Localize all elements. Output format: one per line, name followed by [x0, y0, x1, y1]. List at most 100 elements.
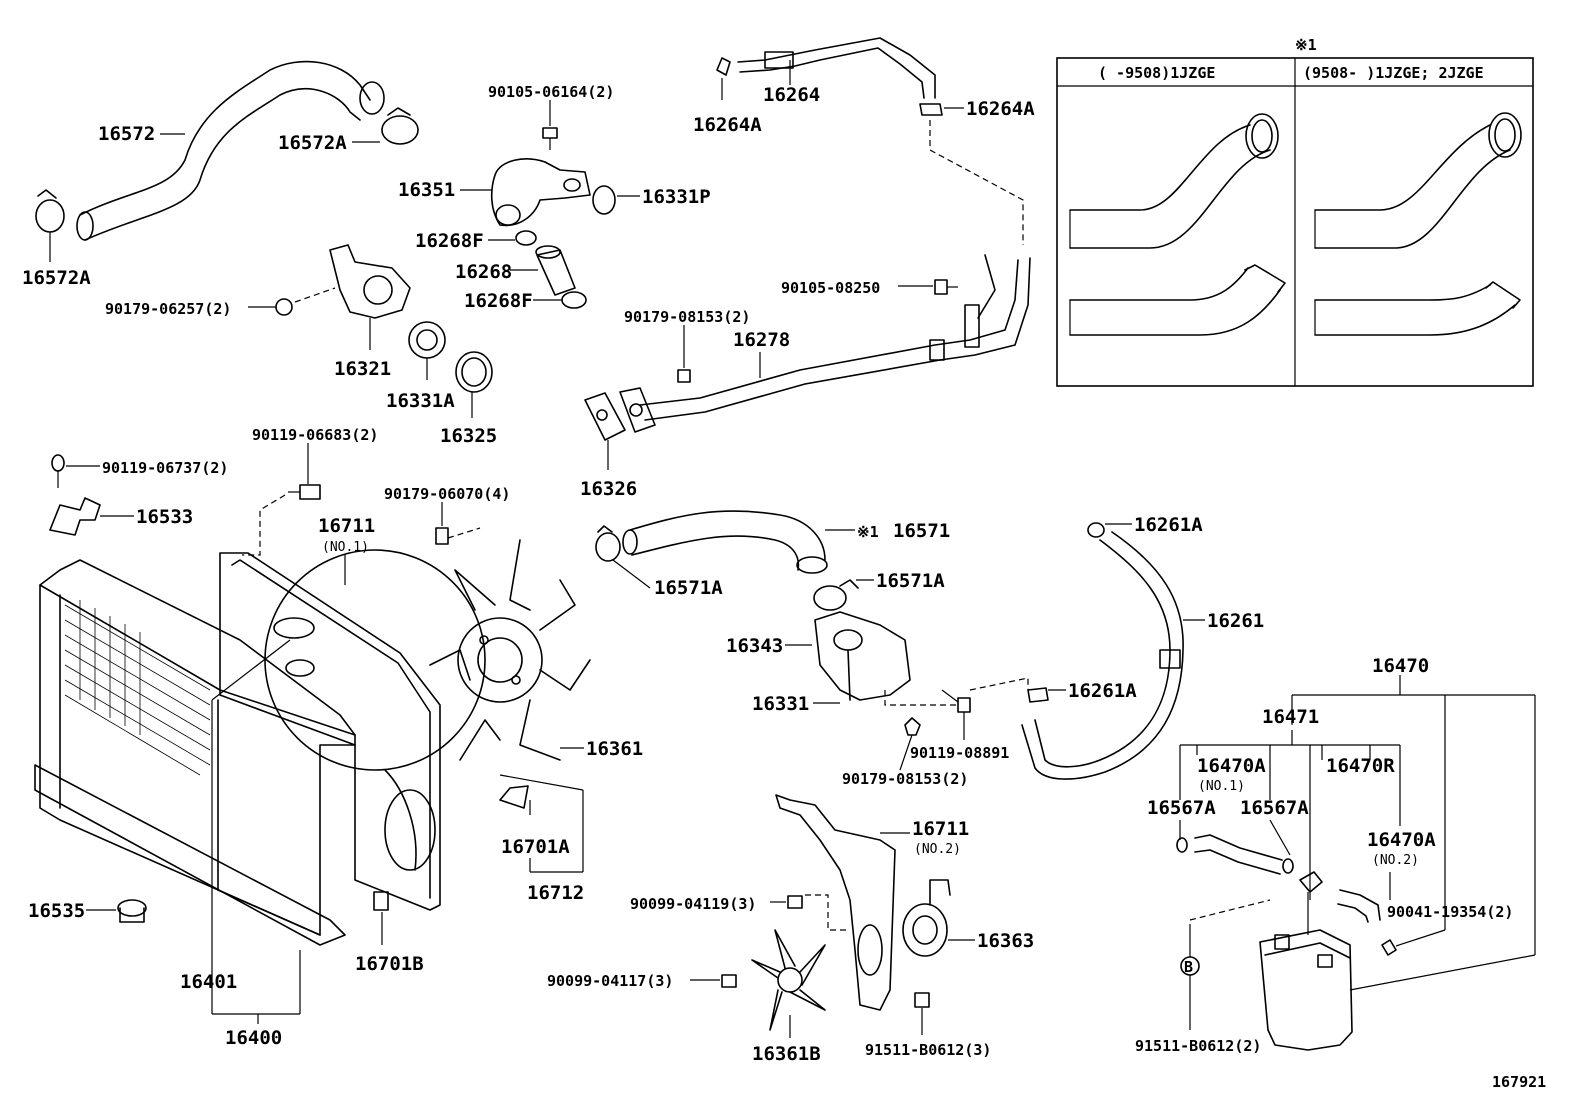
label-90119-06683: 90119-06683(2)	[252, 426, 378, 444]
label-16470A-no1: (NO.1)	[1198, 779, 1245, 794]
water-inlet-housing-icon	[329, 244, 411, 319]
label-16331P: 16331P	[642, 186, 711, 208]
label-16278: 16278	[733, 329, 790, 351]
o-ring-icon	[561, 291, 587, 309]
label-16470A: 16470A	[1197, 755, 1266, 777]
label-16361B: 16361B	[752, 1043, 821, 1065]
reservoir-cap-icon	[1299, 871, 1323, 935]
gasket-icon	[592, 185, 616, 215]
label-B: B	[1184, 958, 1193, 976]
nut-icon	[904, 717, 921, 736]
hose-clip-icon	[919, 103, 943, 116]
label-16264A: 16264A	[966, 98, 1035, 120]
label-16261: 16261	[1207, 610, 1264, 632]
retainer-clip-icon	[373, 891, 389, 911]
label-16326: 16326	[580, 478, 637, 500]
fan-shroud-icon	[219, 549, 486, 911]
label-16470A-no2: (NO.2)	[1372, 853, 1419, 868]
nut-icon	[275, 298, 293, 316]
water-inlet-icon	[814, 611, 911, 701]
label-16321: 16321	[334, 358, 391, 380]
label-16571-marker: ※1	[857, 523, 879, 541]
label-16363: 16363	[977, 930, 1034, 952]
gasket-icon	[455, 351, 493, 393]
thermostat-icon	[408, 321, 446, 359]
bolt-icon	[542, 127, 558, 150]
label-90105-06164: 90105-06164(2)	[488, 83, 614, 101]
upper-radiator-hose-icon	[76, 60, 385, 241]
label-16572A: 16572A	[278, 132, 347, 154]
label-16711: 16711	[912, 818, 969, 840]
label-16401: 16401	[180, 971, 237, 993]
radiator-icon	[34, 559, 356, 946]
label-16535: 16535	[28, 900, 85, 922]
label-16711-no1: (NO.1)	[322, 540, 369, 555]
label-90105-08250: 90105-08250	[781, 279, 880, 297]
inset-col1-header: ( -9508)1JZGE	[1098, 64, 1215, 82]
label-16331A: 16331A	[386, 390, 455, 412]
label-90119-06737: 90119-06737(2)	[102, 459, 228, 477]
bolt-icon	[914, 992, 930, 1008]
inset-marker: ※1	[1295, 36, 1317, 54]
bypass-pipe-icon	[535, 245, 576, 296]
label-16268F: 16268F	[464, 290, 533, 312]
label-16533: 16533	[136, 506, 193, 528]
upper-water-hose-icon	[622, 510, 828, 574]
hose-clamp-icon	[381, 107, 419, 145]
label-16711-no2: (NO.2)	[914, 842, 961, 857]
label-90099-04117: 90099-04117(3)	[547, 972, 673, 990]
retainer-clip-icon	[499, 785, 529, 809]
label-16711: 16711	[318, 515, 375, 537]
label-16571A: 16571A	[876, 570, 945, 592]
o-ring-icon	[515, 230, 537, 246]
fan-motor-icon	[902, 879, 951, 957]
label-16261A: 16261A	[1068, 680, 1137, 702]
label-16712: 16712	[527, 882, 584, 904]
hose-clip-icon	[716, 57, 731, 76]
label-16470R: 16470R	[1326, 755, 1395, 777]
fan-bracket-icon	[775, 794, 896, 1011]
diagram-id: 167921	[1492, 1073, 1546, 1091]
label-16567A: 16567A	[1240, 797, 1309, 819]
cooling-fan-icon	[429, 539, 591, 761]
label-16572A: 16572A	[22, 267, 91, 289]
hose-variant-2-icon	[1314, 112, 1522, 336]
hose-clamp-icon	[813, 579, 859, 611]
hose-clip-icon	[1087, 522, 1105, 538]
label-16331: 16331	[752, 693, 809, 715]
bolt-icon	[934, 279, 958, 295]
label-16264: 16264	[763, 84, 820, 106]
radiator-support-icon	[49, 497, 101, 536]
label-90179-06257: 90179-06257(2)	[105, 300, 231, 318]
label-16470: 16470	[1372, 655, 1429, 677]
label-16268F: 16268F	[415, 230, 484, 252]
hose-clamp-icon	[35, 189, 65, 233]
bolt-icon	[721, 974, 737, 988]
label-16701A: 16701A	[501, 836, 570, 858]
label-90179-08153: 90179-08153(2)	[624, 308, 750, 326]
label-16325: 16325	[440, 425, 497, 447]
label-16361: 16361	[586, 738, 643, 760]
coolant-reservoir-icon	[1259, 929, 1353, 1051]
label-90041-19354: 90041-19354(2)	[1387, 903, 1513, 921]
drain-plug-icon	[117, 899, 147, 923]
hose-clamp-icon	[595, 525, 621, 562]
water-outlet-icon	[490, 158, 591, 227]
label-90179-06070: 90179-06070(4)	[384, 485, 510, 503]
gasket-flange-icon	[584, 392, 626, 441]
label-90179-08153: 90179-08153(2)	[842, 770, 968, 788]
label-16264A: 16264A	[693, 114, 762, 136]
label-16400: 16400	[225, 1027, 282, 1049]
pipe-flange-icon	[619, 387, 656, 433]
label-91511-B0612: 91511-B0612(3)	[865, 1041, 991, 1059]
heater-hose-icon	[1021, 531, 1184, 780]
water-hose-icon	[737, 37, 936, 99]
label-16701B: 16701B	[355, 953, 424, 975]
hose-variant-1-icon	[1069, 113, 1286, 336]
radiator-cap-icon	[273, 617, 315, 677]
label-16572: 16572	[98, 123, 155, 145]
label-16470A: 16470A	[1367, 829, 1436, 851]
bolt-icon	[51, 454, 65, 488]
electric-fan-icon	[751, 929, 826, 1031]
